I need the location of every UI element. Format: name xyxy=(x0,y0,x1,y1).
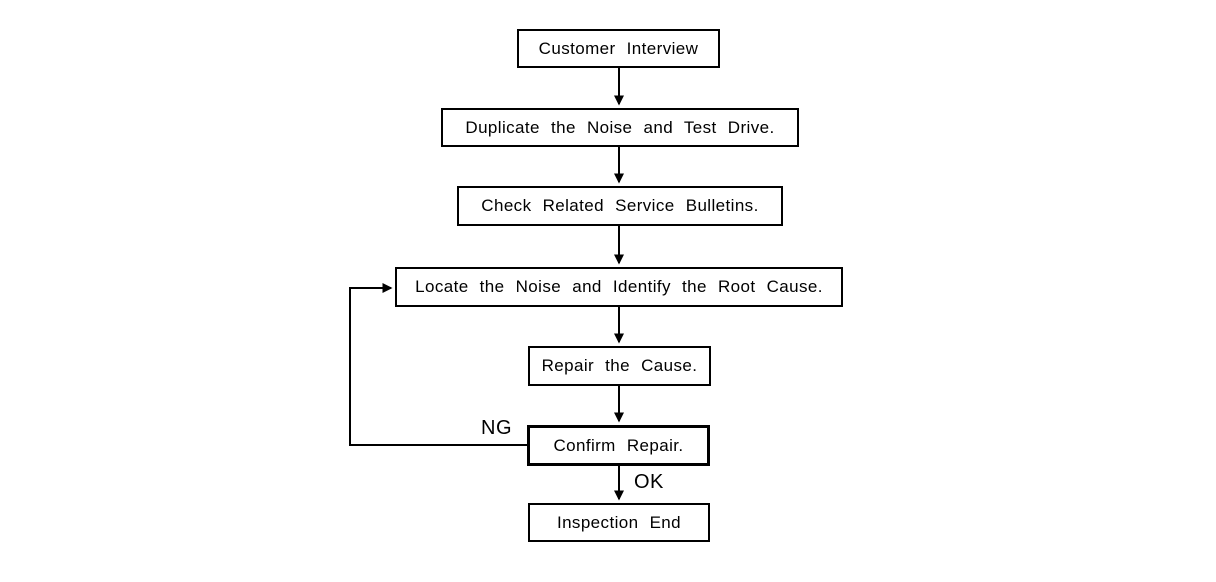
arrow-feedback-ng-to-locate xyxy=(349,283,527,446)
node-customer-interview: Customer Interview xyxy=(517,29,720,68)
edge-label-ng: NG xyxy=(452,418,512,438)
node-confirm-repair: Confirm Repair. xyxy=(527,425,710,466)
node-repair-cause: Repair the Cause. xyxy=(528,346,711,386)
edge-label-ok: OK xyxy=(634,471,664,493)
node-duplicate-noise-test-drive: Duplicate the Noise and Test Drive. xyxy=(441,108,799,147)
node-locate-noise-root-cause: Locate the Noise and Identify the Root C… xyxy=(395,267,843,307)
node-check-service-bulletins: Check Related Service Bulletins. xyxy=(457,186,783,226)
node-inspection-end: Inspection End xyxy=(528,503,710,542)
